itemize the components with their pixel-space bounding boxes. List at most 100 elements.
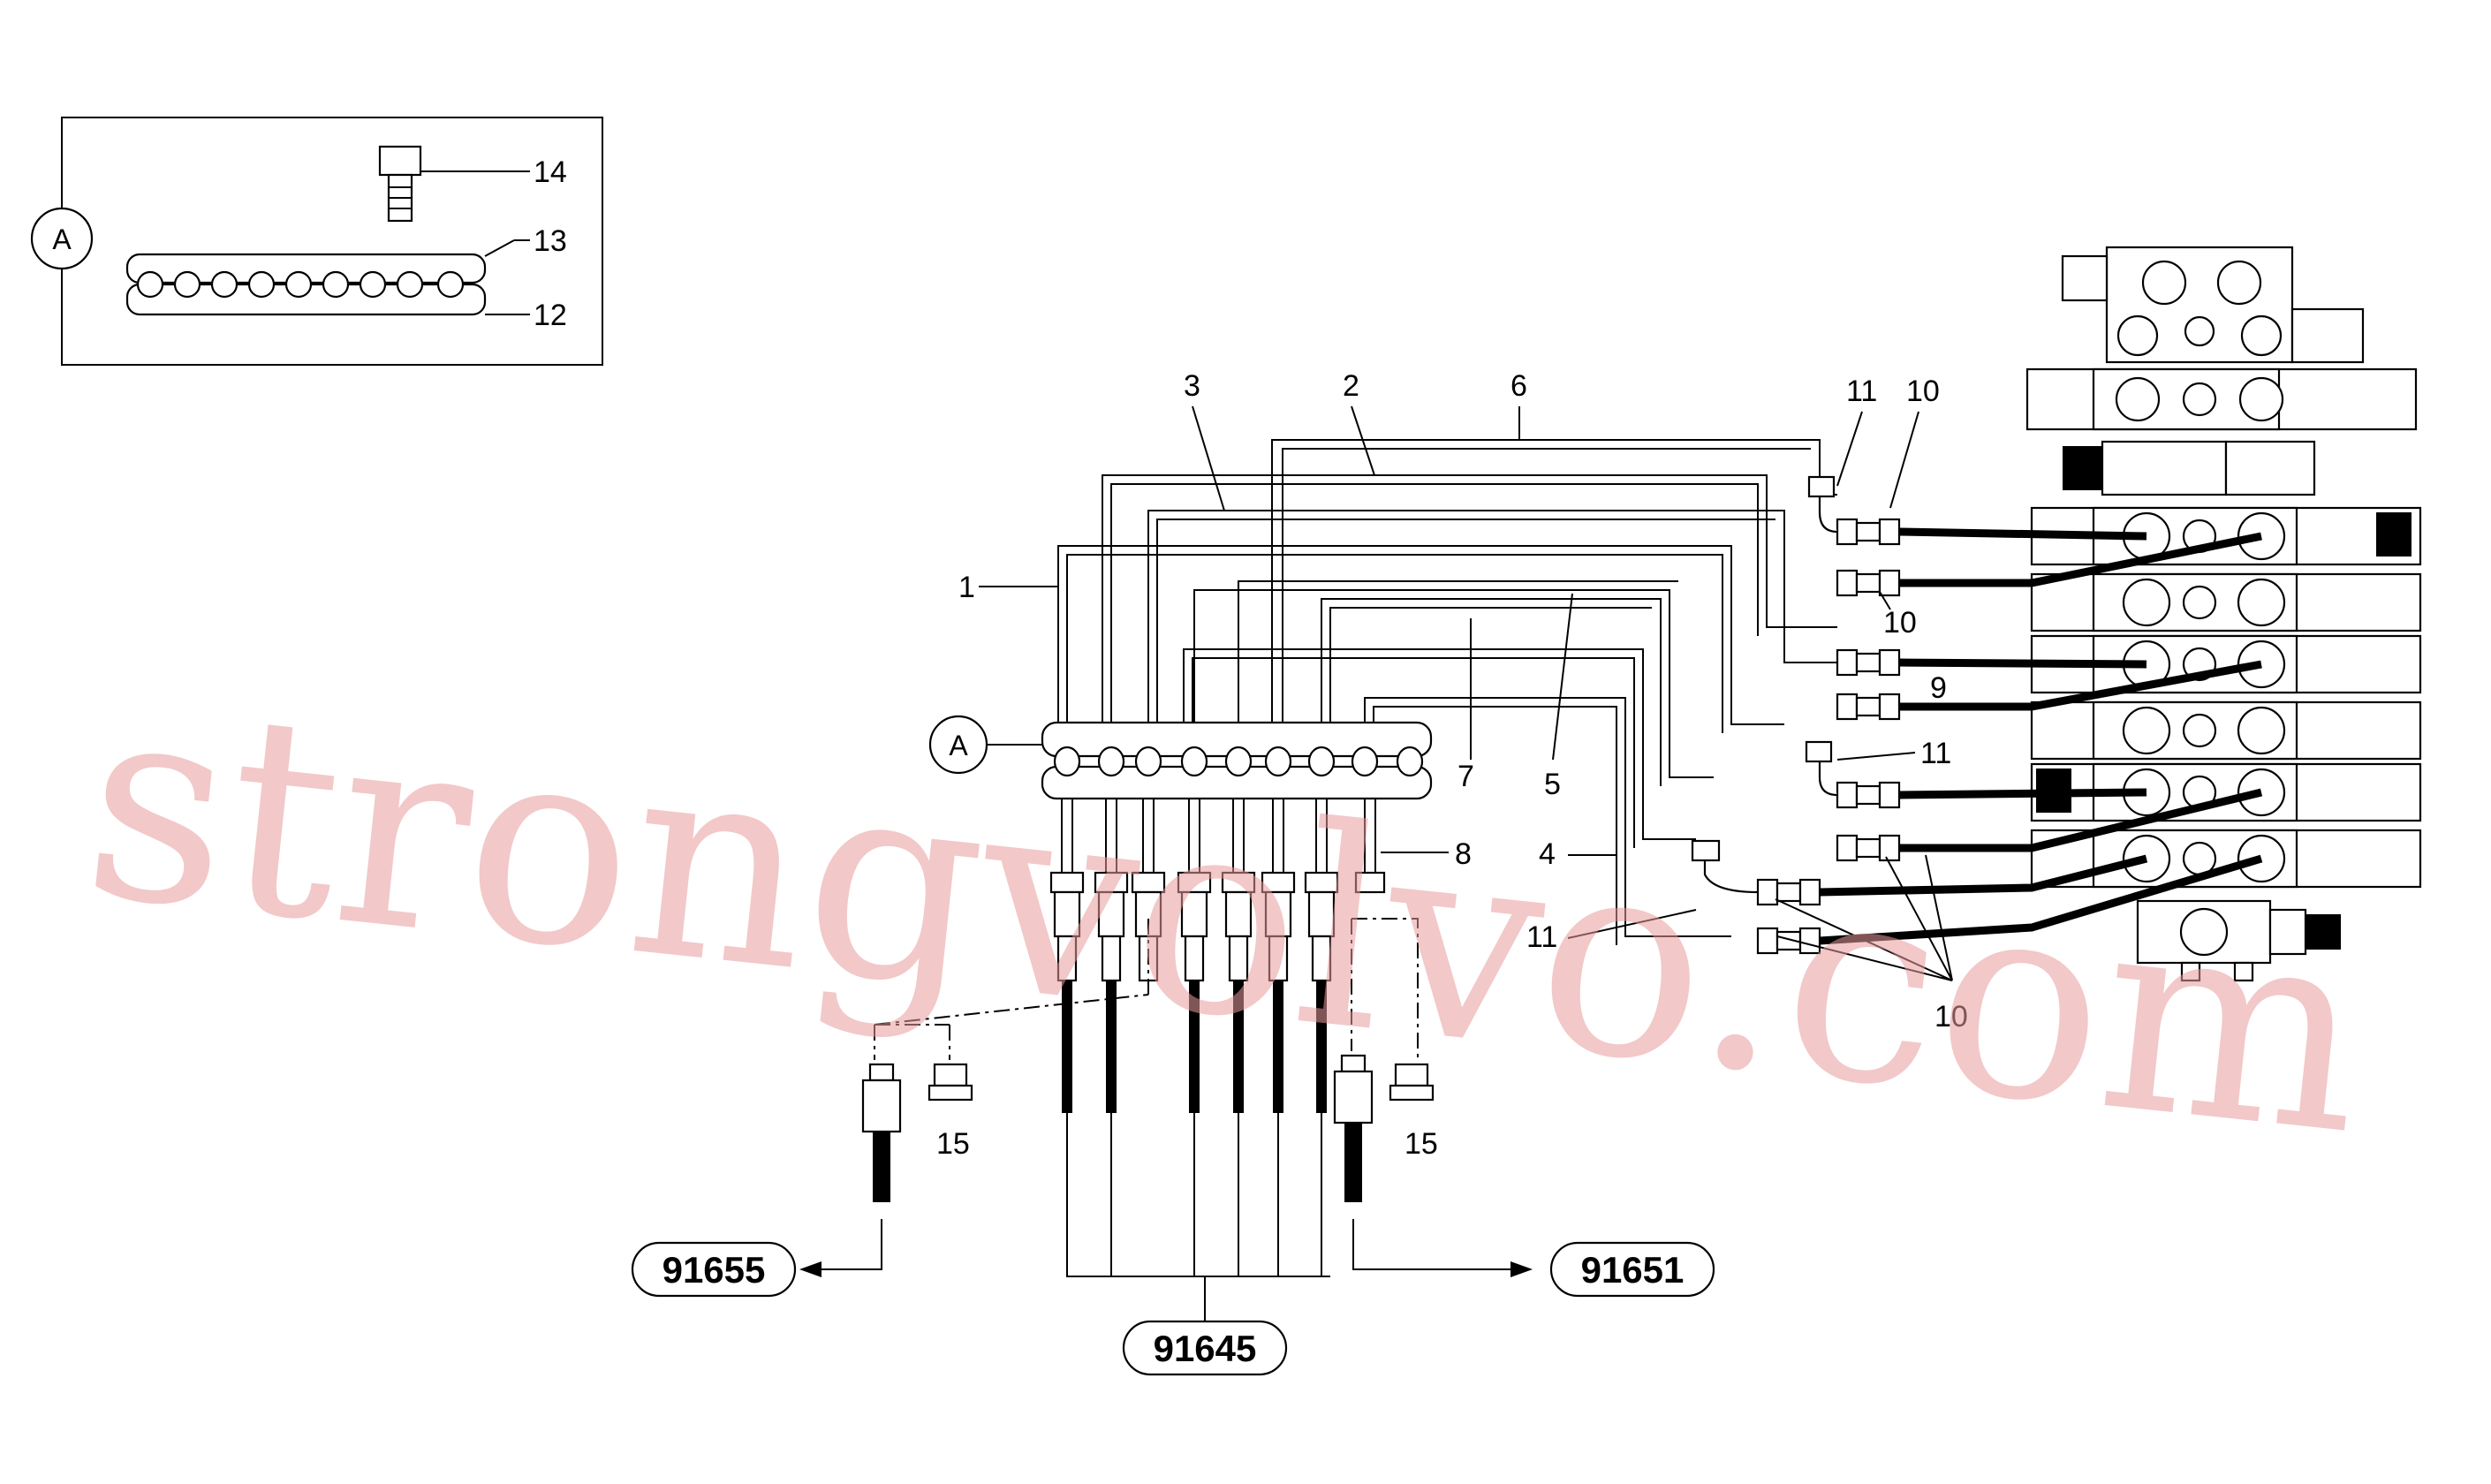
ref-arrows (799, 1113, 1533, 1321)
screw-part (378, 145, 422, 223)
pipe-line (1373, 706, 1617, 945)
clamp-hole (396, 270, 424, 299)
fitting-nut (1878, 648, 1901, 677)
callout-11b: 11 (1920, 737, 1951, 770)
callout-11a: 11 (1846, 375, 1877, 408)
pipe-fittings (1691, 475, 1901, 955)
fitting (1836, 781, 1901, 809)
fitting-body (1855, 572, 1882, 594)
pipe-line (1321, 598, 1662, 786)
clamp-hole (1053, 746, 1081, 777)
clamp-hole (1396, 746, 1424, 777)
callout-1: 1 (958, 571, 975, 604)
fitting-nut (1836, 648, 1859, 677)
clamp-hole (1180, 746, 1208, 777)
clamp-hole (1224, 746, 1253, 777)
hose-line (1898, 788, 2147, 799)
fitting-body (1855, 696, 1882, 717)
valve-port (2182, 585, 2217, 620)
fitting-nut (1878, 569, 1901, 597)
adapter-left (861, 1063, 902, 1202)
svg-text:91645: 91645 (1154, 1328, 1257, 1369)
clamp-hole (136, 270, 164, 299)
solenoid (2376, 512, 2412, 556)
connector-body (1307, 890, 1336, 938)
pipe-line (1364, 697, 1731, 937)
callout-12: 12 (534, 299, 567, 332)
hose-line (1819, 854, 2263, 945)
fitting-nut (1798, 927, 1821, 955)
fitting-nut (1836, 693, 1859, 721)
hose-segment (1273, 980, 1283, 1113)
clamp-hole (284, 270, 313, 299)
valve-sections (2030, 506, 2422, 889)
hydraulic-pipes (1057, 439, 1837, 945)
hose-line (1899, 532, 2262, 587)
plug-right (1389, 1063, 1435, 1102)
clamp-hole (322, 270, 350, 299)
fitting (1836, 693, 1901, 721)
fitting-nut (1836, 518, 1859, 546)
fitting (1756, 927, 1821, 955)
pipe-line (1282, 448, 1811, 723)
hose-segment (1233, 980, 1244, 1113)
clamp-hole (359, 270, 387, 299)
fitting (1836, 834, 1901, 862)
ref-91655[interactable]: 91655 (631, 1241, 797, 1298)
clamp-hole (210, 270, 238, 299)
hose-line (1899, 788, 2263, 852)
fitting (1756, 878, 1821, 906)
pipe-line (1066, 554, 1723, 733)
valve-port (2122, 578, 2171, 627)
pipe-line (1156, 519, 1776, 723)
fitting-nut (1798, 878, 1821, 906)
main-clamp-holes (1053, 746, 1424, 777)
pipe-line (1329, 607, 1652, 723)
callout-14: 14 (534, 155, 567, 189)
clamp-hole (173, 270, 201, 299)
clamp-hole (1307, 746, 1336, 777)
pipe-line (1183, 648, 1696, 840)
callout-10b: 10 (1883, 606, 1917, 640)
elbow-nut (1691, 839, 1721, 862)
callout-15a: 15 (936, 1127, 970, 1161)
hose-line (1819, 854, 2148, 897)
callout-10c: 10 (1934, 1000, 1968, 1034)
hose-line (1898, 658, 2147, 669)
pipe-line (1057, 545, 1784, 725)
clamp-hole (1097, 746, 1125, 777)
detail-a-inset: A 14 13 12 (30, 117, 603, 366)
lower-hose-connectors (1049, 799, 1386, 1113)
fitting-nut (1878, 693, 1901, 721)
callout-4: 4 (1539, 837, 1556, 871)
hose-line (1899, 660, 2262, 711)
ref-91645[interactable]: 91645 (1122, 1320, 1288, 1376)
ref-91651[interactable]: 91651 (1549, 1241, 1715, 1298)
valve-port (2237, 578, 2286, 627)
callout-9: 9 (1930, 671, 1947, 705)
callout-15b: 15 (1404, 1127, 1438, 1161)
callout-7: 7 (1458, 760, 1474, 793)
callout-11c: 11 (1526, 920, 1557, 954)
control-valve-block (2025, 246, 2422, 982)
callout-8: 8 (1455, 837, 1472, 871)
clamp-hole (247, 270, 276, 299)
hose-segment (1106, 980, 1117, 1113)
fitting (1836, 518, 1901, 546)
fitting-nut (1878, 834, 1901, 862)
detail-a-marker: A (52, 223, 72, 255)
clamp-hole (1264, 746, 1292, 777)
valve-hoses (1819, 527, 2263, 945)
connector-nut (1354, 871, 1386, 894)
hose-segment (1189, 980, 1200, 1113)
pipe-line (1147, 510, 1837, 723)
pipe-line (1102, 474, 1837, 723)
pipe-line (1192, 657, 1635, 848)
hose-segment (1316, 980, 1327, 1113)
clamp-hole (1134, 746, 1162, 777)
callout-5: 5 (1544, 768, 1561, 801)
elbow-nut (1807, 475, 1836, 498)
clamp-hole (1351, 746, 1379, 777)
elbow-nut (1805, 740, 1833, 763)
